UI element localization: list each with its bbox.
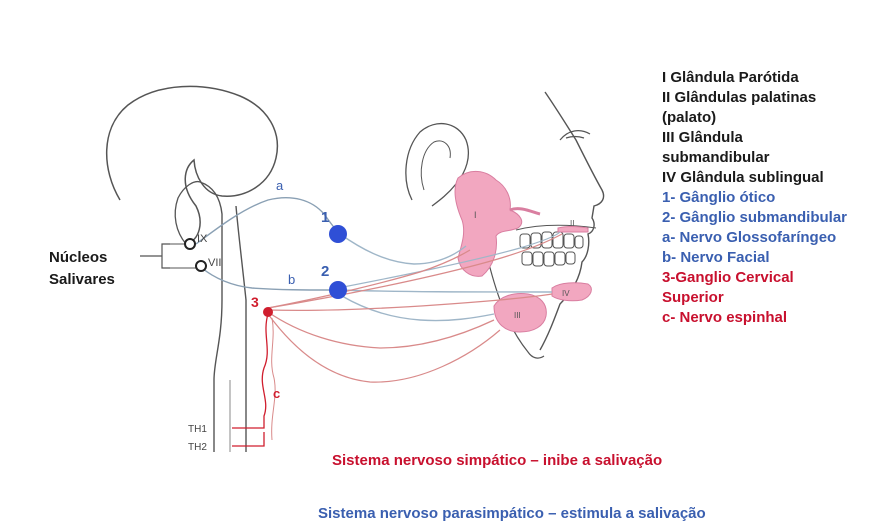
legend-item: 2- Gânglio submandibular xyxy=(662,208,876,228)
legend-item: Superior xyxy=(662,288,876,308)
legend-item: c- Nervo espinhal xyxy=(662,308,876,328)
gland-iv-label: IV xyxy=(562,289,570,298)
nucleus-vii-label: VII xyxy=(208,257,221,269)
nerve-c-parallel xyxy=(272,318,275,440)
sympathetic-caption: Sistema nervoso simpático – inibe a sali… xyxy=(332,452,662,469)
spinal-cord-outline xyxy=(236,206,246,452)
ganglion-2-label: 2 xyxy=(321,263,329,280)
nerve-b-label: b xyxy=(288,272,295,287)
gland-ii-label: II xyxy=(570,219,574,228)
brain-outline xyxy=(107,86,278,244)
legend-item: (palato) xyxy=(662,108,876,128)
nerve-a-label: a xyxy=(276,178,284,193)
brainstem-outline xyxy=(200,182,222,452)
legend-item: II Glândulas palatinas xyxy=(662,88,876,108)
nucleus-ix-circle xyxy=(185,239,195,249)
nerve-a-preganglionic xyxy=(196,198,338,244)
legend-item: b- Nervo Facial xyxy=(662,248,876,268)
symp-to-submandibular xyxy=(268,312,494,348)
legend-item: a- Nervo Glossofaríngeo xyxy=(662,228,876,248)
legend-item: IV Glândula sublingual xyxy=(662,168,876,188)
gland-i-label: I xyxy=(474,210,477,220)
ganglion-3-label: 3 xyxy=(251,294,259,310)
symp-to-parotid xyxy=(268,250,470,308)
nerve-b-to-sublingual xyxy=(338,290,552,292)
legend: I Glândula Parótida II Glândulas palatin… xyxy=(662,68,876,328)
th2-label: TH2 xyxy=(188,442,207,453)
nerve-c-label: c xyxy=(273,386,280,401)
legend-item: 1- Gânglio ótico xyxy=(662,188,876,208)
superior-cervical-ganglion xyxy=(263,307,273,317)
sublingual-gland xyxy=(552,283,591,301)
nucleus-ix-label: IX xyxy=(197,233,208,245)
nuclei-bracket xyxy=(140,244,170,268)
gland-iii-label: III xyxy=(514,311,521,320)
nerve-c xyxy=(232,314,268,446)
th1-label: TH1 xyxy=(188,424,207,435)
submandibular-ganglion xyxy=(329,281,347,299)
legend-item: 3-Ganglio Cervical xyxy=(662,268,876,288)
legend-item: submandibular xyxy=(662,148,876,168)
legend-item: III Glândula xyxy=(662,128,876,148)
salivary-nuclei-line1: Núcleos xyxy=(49,247,115,269)
ganglion-1-label: 1 xyxy=(321,209,329,226)
parasympathetic-caption: Sistema nervoso parasimpático – estimula… xyxy=(318,505,706,522)
otic-ganglion xyxy=(329,225,347,243)
nucleus-vii-circle xyxy=(196,261,206,271)
legend-item: I Glândula Parótida xyxy=(662,68,876,88)
parotid-gland xyxy=(455,171,522,276)
salivary-nuclei-label: Núcleos Salivares xyxy=(49,247,115,291)
nerve-a-postganglionic xyxy=(340,234,466,264)
ear-inner xyxy=(421,141,450,190)
salivary-nuclei-line2: Salivares xyxy=(49,269,115,291)
